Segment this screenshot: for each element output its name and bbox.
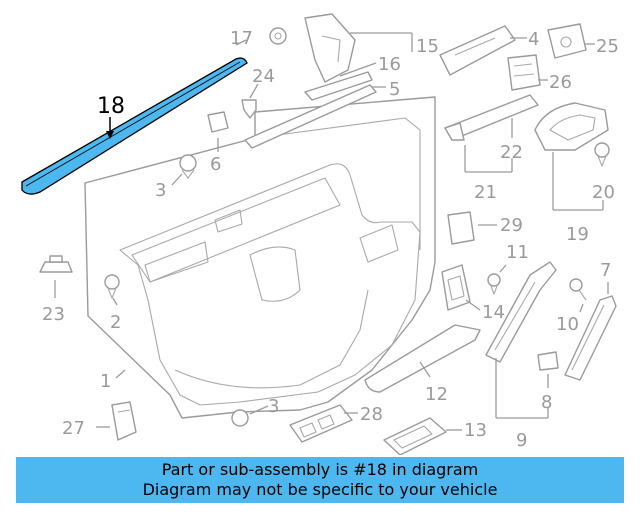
- banner-line-2: Diagram may not be specific to your vehi…: [142, 480, 498, 499]
- callout-12: 12: [425, 384, 448, 405]
- callout-23: 23: [42, 304, 65, 325]
- leader-24: [249, 83, 259, 99]
- part-13-switch-panel: [383, 417, 447, 455]
- part-22-pull-handle: [444, 94, 539, 141]
- part-10-screw: [569, 278, 587, 301]
- leader-16: [339, 62, 377, 77]
- callout-17: 17: [230, 28, 253, 49]
- callout-15: 15: [416, 36, 439, 57]
- leader-14: [465, 299, 481, 311]
- banner-line-1: Part or sub-assembly is #18 in diagram: [161, 460, 479, 479]
- callout-22: 22: [500, 142, 523, 163]
- parts-diagram: 18 17 24 6 3 16 15 5 4 25 26 22 21 20 19…: [21, 13, 619, 455]
- callout-21: 21: [474, 182, 497, 203]
- part-2-screw: [104, 274, 120, 299]
- leader-12: [419, 361, 431, 378]
- callout-6: 6: [210, 154, 221, 175]
- part-8-clip: [537, 351, 559, 371]
- callout-9: 9: [516, 430, 527, 451]
- callout-19: 19: [566, 224, 589, 245]
- part-29-switch: [447, 211, 475, 245]
- part-25-switch: [547, 23, 587, 59]
- callout-18: 18: [97, 94, 125, 119]
- callout-20: 20: [592, 182, 615, 203]
- part-24-clip: [241, 99, 257, 119]
- callout-29: 29: [500, 215, 523, 236]
- part-23-clip: [39, 255, 73, 273]
- part-18-belt-molding[interactable]: [21, 57, 248, 195]
- part-3-upper-clip: [179, 154, 197, 179]
- leader-1: [115, 369, 126, 379]
- leader-3a: [171, 173, 183, 186]
- callout-13: 13: [464, 420, 487, 441]
- callout-2: 2: [110, 312, 121, 333]
- part-11-screw: [487, 273, 501, 295]
- part-19-handle-bezel: [534, 102, 609, 151]
- leader-10: [579, 303, 584, 313]
- callout-11: 11: [506, 242, 529, 263]
- callout-3b: 3: [268, 396, 279, 417]
- info-banner: Part or sub-assembly is #18 in diagram D…: [16, 457, 624, 503]
- callout-16: 16: [378, 54, 401, 75]
- callout-26: 26: [549, 72, 572, 93]
- callout-25: 25: [596, 36, 619, 57]
- part-9-trim-strip: [485, 261, 557, 363]
- callout-7: 7: [600, 260, 611, 281]
- part-16-mirror-cover: [304, 13, 373, 101]
- part-17-plug: [269, 27, 287, 45]
- part-4-handle: [439, 25, 516, 76]
- callout-5: 5: [389, 79, 400, 100]
- callout-1: 1: [100, 371, 111, 392]
- callout-3a: 3: [155, 180, 166, 201]
- leader-17: [235, 39, 247, 46]
- leader-3b: [249, 405, 269, 415]
- part-7-trim-strip: [564, 295, 617, 381]
- part-28-switch-panel: [289, 404, 353, 443]
- callout-27: 27: [62, 418, 85, 439]
- callout-24: 24: [252, 66, 275, 87]
- part-26-switch: [507, 54, 541, 91]
- part-14-armrest-insert: [441, 264, 471, 311]
- callout-28: 28: [360, 404, 383, 425]
- leader-2: [112, 297, 118, 306]
- part-20-screw: [594, 142, 610, 167]
- part-3-lower-clip: [231, 409, 249, 427]
- part-6-clip: [207, 111, 229, 133]
- door-trim-panel: [84, 96, 436, 419]
- callout-4: 4: [528, 29, 539, 50]
- part-27-switch: [111, 401, 137, 441]
- callout-8: 8: [541, 392, 552, 413]
- callout-10: 10: [556, 314, 579, 335]
- arrow-18: [106, 131, 114, 139]
- part-5-molding: [244, 84, 377, 149]
- callout-14: 14: [482, 302, 505, 323]
- part-12-lower-trim: [364, 324, 481, 393]
- leader-11: [499, 264, 507, 273]
